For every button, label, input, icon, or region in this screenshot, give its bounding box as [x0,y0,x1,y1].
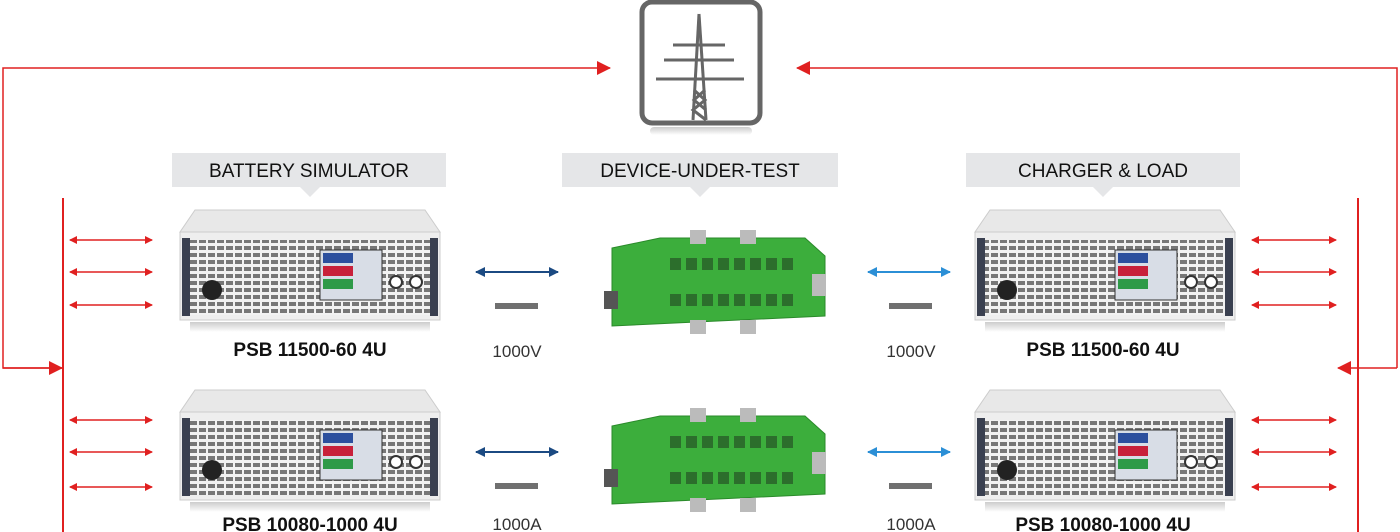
dc-symbol-right [889,483,932,489]
device-battery-simulator-top [179,209,441,332]
label-device-under-test: DEVICE-UNDER-TEST [562,153,838,197]
spec-left-top: 1000V [492,342,542,361]
svg-text:CHARGER & LOAD: CHARGER & LOAD [1018,161,1188,182]
svg-text:DEVICE-UNDER-TEST: DEVICE-UNDER-TEST [600,161,800,182]
device-charger-load-bottom [974,389,1236,512]
device-battery-simulator-bottom [179,389,441,512]
spec-right-top: 1000V [886,342,936,361]
spec-right-bottom: 1000A [886,515,936,532]
model-left-bottom: PSB 10080-1000 4U [222,515,397,532]
svg-text:BATTERY SIMULATOR: BATTERY SIMULATOR [209,161,409,182]
spec-left-bottom: 1000A [492,515,542,532]
dc-symbol-right [889,303,932,309]
label-charger-load: CHARGER & LOAD [966,153,1240,197]
model-right-bottom: PSB 10080-1000 4U [1015,515,1190,532]
model-left-top: PSB 11500-60 4U [233,340,386,361]
device-under-test-bottom [604,408,826,512]
power-pylon-icon [639,0,763,135]
device-under-test-top [604,230,826,334]
dc-symbol-left [495,483,538,489]
dc-symbol-left [495,303,538,309]
device-charger-load-top [974,209,1236,332]
label-battery-simulator: BATTERY SIMULATOR [172,153,446,197]
grid-return-left [2,61,611,532]
model-right-top: PSB 11500-60 4U [1026,340,1179,361]
grid-return-right [796,61,1398,532]
